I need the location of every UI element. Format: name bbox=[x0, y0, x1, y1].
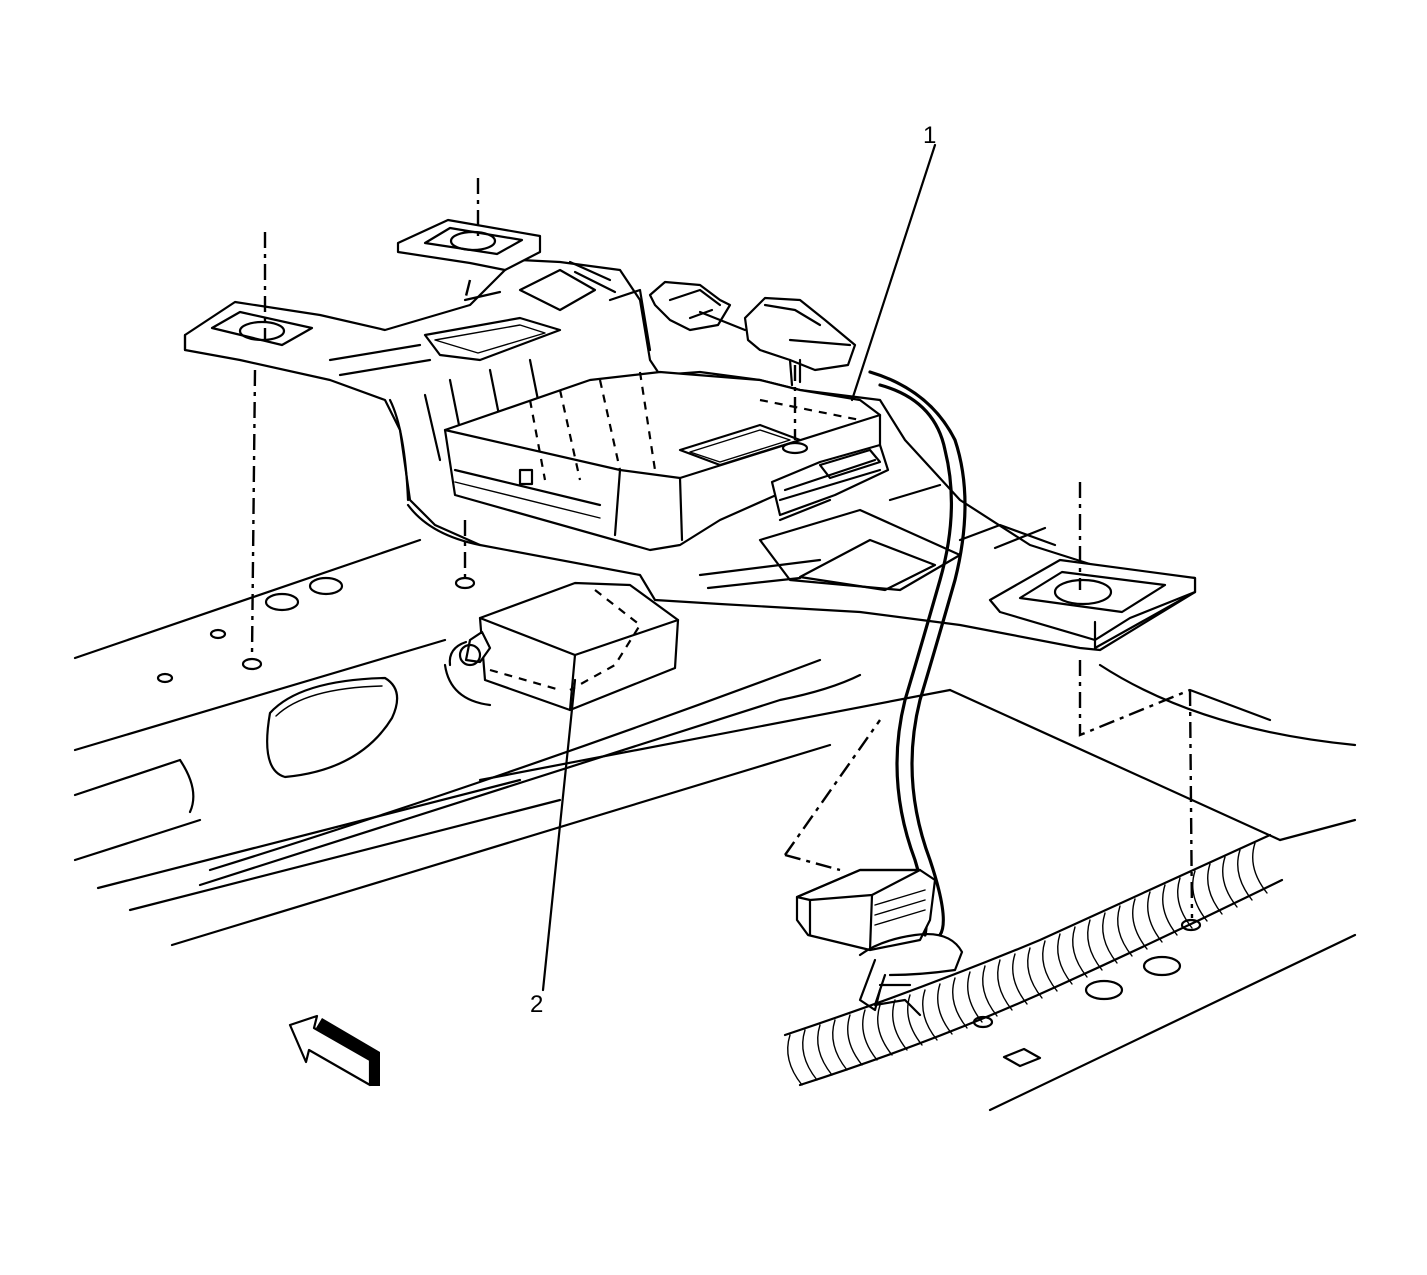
callout-1-label: 1 bbox=[923, 122, 936, 149]
corrugated-conduit bbox=[783, 833, 1284, 1087]
floor-pan bbox=[73, 538, 1357, 1112]
callout-2: 2 bbox=[530, 678, 577, 1018]
fastener-centerlines bbox=[250, 178, 1272, 919]
callout-2-label: 2 bbox=[530, 991, 543, 1018]
harness-connectors bbox=[648, 280, 967, 937]
forward-arrow-icon bbox=[288, 1014, 380, 1087]
lower-connector bbox=[795, 868, 964, 1017]
module-2 bbox=[443, 581, 680, 712]
module-1 bbox=[443, 370, 890, 552]
floor-holes bbox=[156, 576, 1202, 1068]
callout-1: 1 bbox=[850, 122, 936, 402]
